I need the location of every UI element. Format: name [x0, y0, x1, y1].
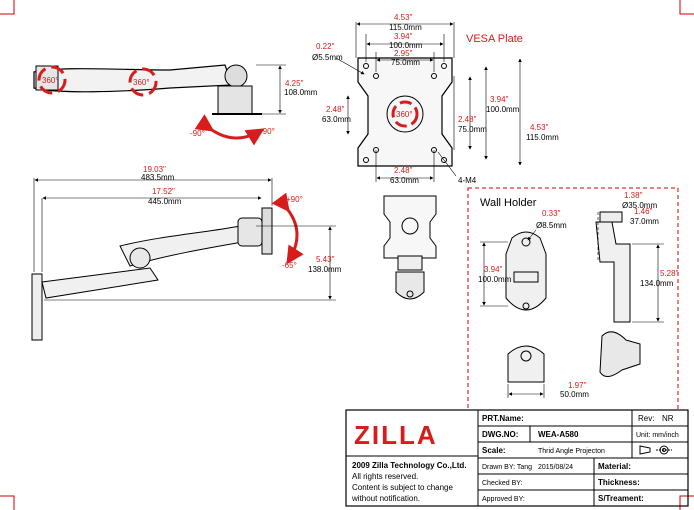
- v75-in: 2.48": [458, 115, 477, 124]
- company-name: 2009 Zilla Technology Co.,Ltd.: [352, 461, 467, 470]
- swivel-arc: [194, 114, 265, 146]
- approved-by: Approved BY:: [482, 496, 525, 503]
- v100-mm: 100.0mm: [486, 105, 520, 114]
- notice-line-2: without notification.: [351, 494, 420, 503]
- company-logo: ZILLA: [354, 420, 438, 450]
- wh-depth-in: 1.46": [634, 207, 653, 216]
- arm-mm: 445.0mm: [148, 197, 182, 206]
- vesa75-mm: 75.0mm: [391, 58, 420, 67]
- rev-value: NR: [662, 414, 674, 423]
- vesa-height-in: 4.53": [530, 123, 549, 132]
- vesa100-mm: 100.0mm: [389, 41, 423, 50]
- wh-width-mm: 50.0mm: [560, 390, 589, 399]
- vesa-plate-view: VESA Plate 360° 4.53" 115.0mm 3.94" 100.…: [312, 13, 559, 185]
- side-height-in: 5.43": [316, 255, 335, 264]
- side-vesa-plate: [261, 207, 273, 255]
- hole-mm: Ø5.5mm: [312, 53, 343, 62]
- vesa100-in: 3.94": [394, 32, 413, 41]
- top-height-in: 4.25": [285, 79, 304, 88]
- projection-label: Thrid Angle Projecton: [538, 448, 605, 455]
- wh-depth-mm: 37.0mm: [630, 217, 659, 226]
- vesa-width-in: 4.53": [394, 13, 413, 22]
- material-label: Material:: [598, 462, 631, 471]
- vesa-title: VESA Plate: [466, 33, 523, 45]
- reach-in: 19.03": [143, 165, 166, 174]
- vesa-plate-outline: [357, 57, 453, 167]
- checked-by: Checked BY:: [482, 480, 523, 487]
- tilt-up-label: +90°: [286, 195, 303, 204]
- rotation-label-1: 360°: [42, 76, 59, 85]
- side-height-mm: 138.0mm: [308, 265, 342, 274]
- hole-in: 0.22": [316, 42, 335, 51]
- vesa-rotation-indicator: [391, 100, 419, 128]
- thickness-label: Thickness:: [598, 478, 640, 487]
- side-mm: 63.0mm: [322, 115, 351, 124]
- title-block: ZILLA 2009 Zilla Technology Co.,Ltd. All…: [345, 409, 689, 507]
- wh-top-in: 1.38": [624, 191, 643, 200]
- top-height-mm: 108.0mm: [284, 88, 318, 97]
- part-name-label: PRT.Name:: [482, 414, 524, 423]
- wall-holder-view: Wall Holder 0.33" Ø8.5mm 3.94" 100.0mm 1…: [478, 191, 679, 399]
- v100-in: 3.94": [490, 95, 509, 104]
- vesa-center-circle: [386, 95, 424, 133]
- top-vesa-mount: [217, 85, 253, 115]
- wall-plate: [31, 273, 43, 341]
- elbow-joint: [129, 247, 151, 269]
- swivel-right-label: +90°: [258, 127, 275, 136]
- wh-hole-in: 0.33": [542, 209, 561, 218]
- screw-spec: 4-M4: [458, 176, 477, 185]
- rights-text: All rights reserved.: [352, 472, 418, 481]
- vesa-width-mm: 115.0mm: [389, 23, 422, 32]
- side-view: +90° -65° 19.03" 483.5mm 17.52" 445.0mm …: [31, 165, 342, 341]
- rotation-label-2: 360°: [133, 78, 150, 87]
- dwg-label: DWG.NO:: [482, 430, 518, 439]
- side-in: 2.48": [326, 105, 345, 114]
- drawn-date: 2015/08/24: [538, 464, 573, 471]
- rotation-indicator-2: [128, 67, 158, 97]
- tilt-arc: [271, 192, 304, 265]
- top-view: 360° 360° -90° +90° 4.25" 108.0mm: [33, 64, 318, 146]
- wh-side-mm: 134.0mm: [640, 279, 674, 288]
- dwg-value: WEA-A580: [538, 430, 579, 439]
- tilt-down-label: -65°: [282, 261, 297, 270]
- vesa-rotation-label: 360°: [396, 110, 413, 119]
- wh-top-mm: Ø35.0mm: [622, 201, 657, 210]
- wh-side-in: 5.28": [660, 269, 679, 278]
- projection-symbol-icon: [639, 445, 672, 455]
- wh-height-mm: 100.0mm: [478, 275, 512, 284]
- drawn-by: Drawn BY: Tang: [482, 464, 532, 471]
- tilt-head: [237, 217, 263, 247]
- lower-arm: [41, 267, 159, 299]
- bottom-in: 2.48": [394, 166, 413, 175]
- rev-label: Rev:: [638, 414, 654, 423]
- v75-mm: 75.0mm: [458, 125, 487, 134]
- swivel-left-label: -90°: [190, 129, 205, 138]
- unit-label: Unit: mm/inch: [636, 432, 679, 439]
- vesa-height-mm: 115.0mm: [526, 133, 559, 142]
- top-vesa-knob: [224, 64, 248, 88]
- wall-holder-frame: [467, 187, 679, 411]
- vesa75-in: 2.95": [394, 49, 413, 58]
- rotation-indicator-1: [37, 65, 67, 95]
- wh-hole-mm: Ø8.5mm: [536, 221, 567, 230]
- wh-width-in: 1.97": [568, 381, 587, 390]
- wh-height-in: 3.94": [484, 265, 503, 274]
- mount-head-views: [383, 195, 437, 300]
- scale-label: Scale:: [482, 446, 506, 455]
- wall-holder-title: Wall Holder: [480, 197, 537, 209]
- notice-line-1: Content is subject to change: [352, 483, 454, 492]
- arm-in: 17.52": [152, 187, 175, 196]
- reach-mm: 483.5mm: [141, 173, 175, 182]
- treatment-label: S/Treament:: [598, 494, 644, 503]
- bottom-mm: 63.0mm: [390, 176, 419, 185]
